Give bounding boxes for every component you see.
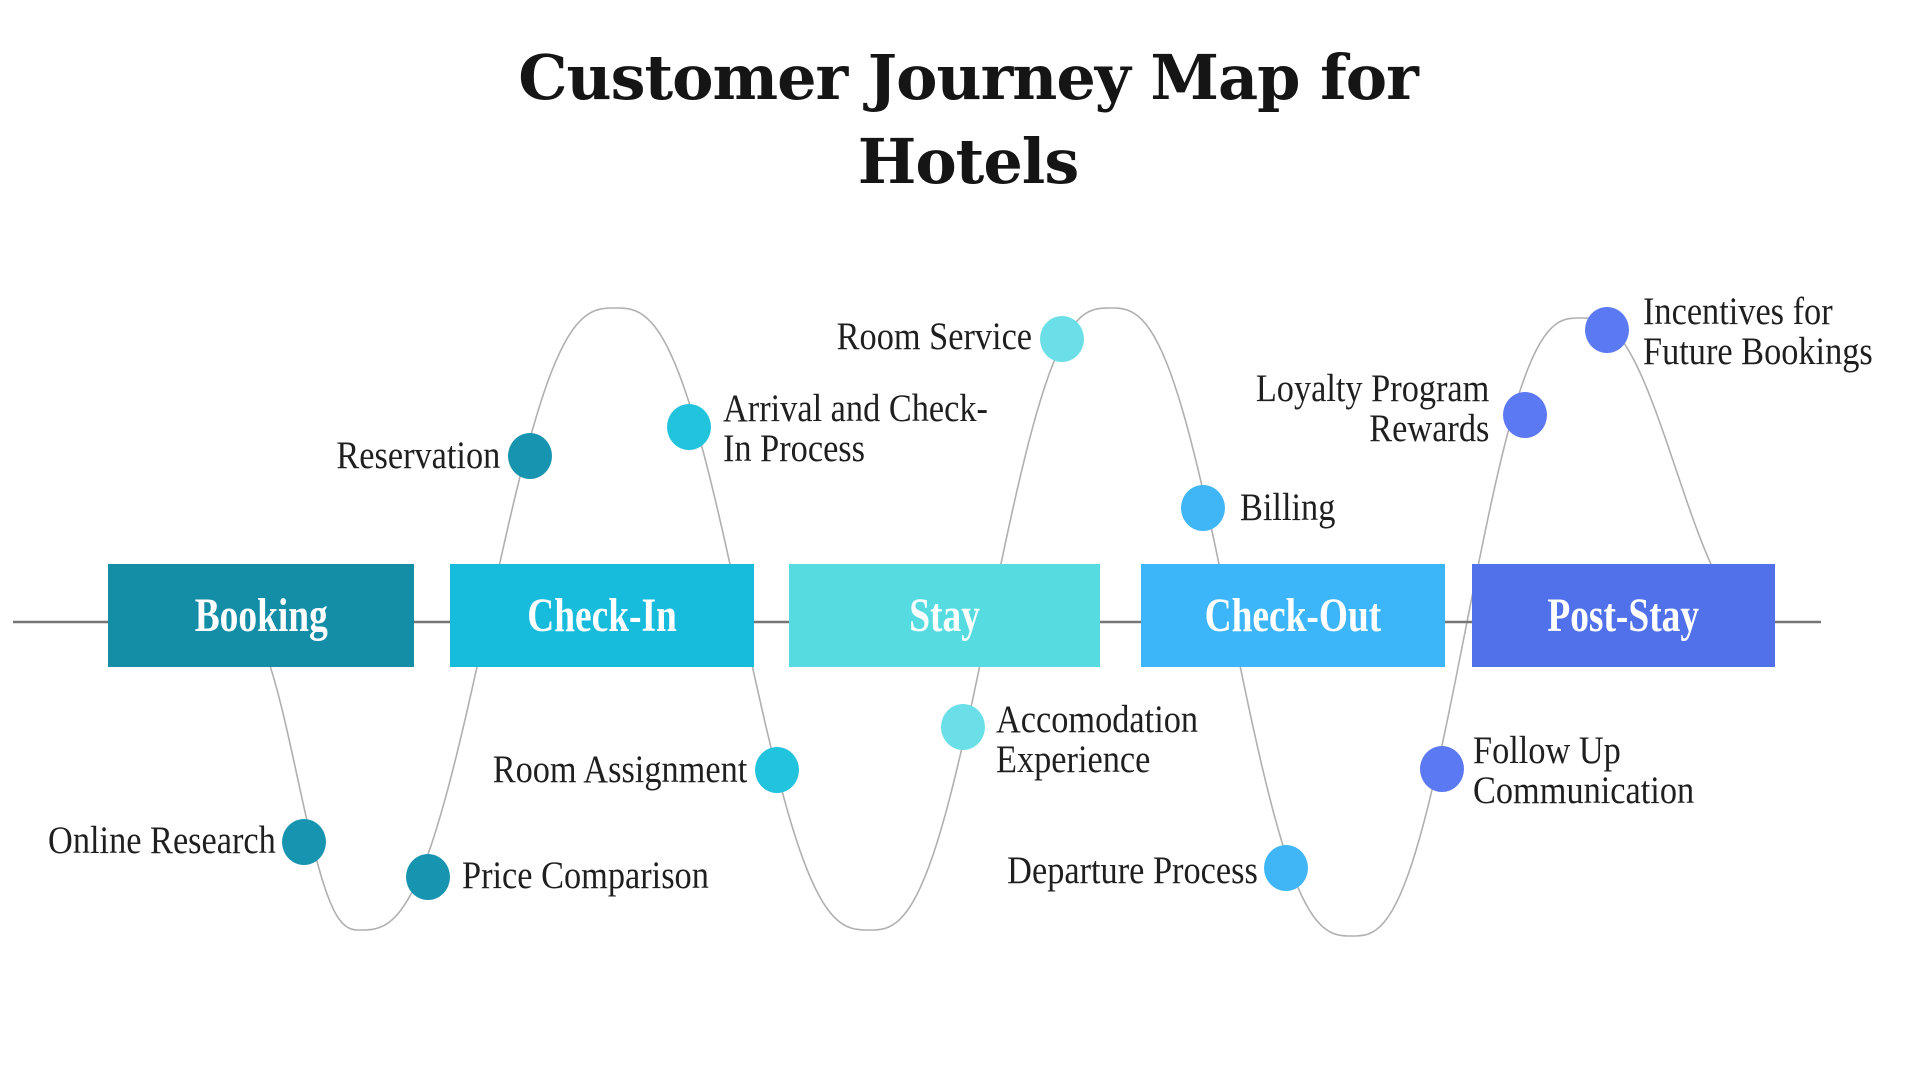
stage-box-post-stay: Post-Stay (1472, 564, 1775, 667)
touchpoint-label: Accomodation Experience (996, 698, 1199, 781)
touchpoint-label: Price Comparison (462, 854, 709, 897)
stage-box-stay: Stay (789, 564, 1100, 667)
touchpoint-dot (1420, 746, 1464, 792)
touchpoint-label: Room Service (836, 315, 1032, 358)
stage-box-booking: Booking (108, 564, 414, 667)
touchpoint-label: Follow Up Communication (1473, 729, 1695, 812)
page-title: Customer Journey Map for Hotels (518, 41, 1419, 198)
touchpoint-dot (1503, 392, 1547, 438)
touchpoint-dot (508, 433, 552, 479)
stage-label: Check-In (527, 589, 677, 642)
touchpoint-dot (1181, 485, 1225, 531)
touchpoint-label: Reservation (336, 434, 500, 477)
stage-label: Post-Stay (1547, 589, 1700, 642)
touchpoint-dot (282, 819, 326, 865)
stage-label: Booking (194, 589, 328, 642)
touchpoint-label: Incentives for Future Bookings (1643, 290, 1873, 373)
stage-label: Check-Out (1204, 589, 1382, 642)
touchpoint-label: Loyalty Program Rewards (1255, 367, 1489, 450)
stage-label: Stay (909, 589, 980, 642)
touchpoint-label: Room Assignment (492, 748, 747, 791)
touchpoint-dot (406, 854, 450, 900)
touchpoint-dot (667, 404, 711, 450)
stage-box-check-in: Check-In (450, 564, 754, 667)
stage-box-check-out: Check-Out (1141, 564, 1445, 667)
touchpoint-dot (1264, 845, 1308, 891)
touchpoint-label: Billing (1240, 486, 1336, 529)
touchpoint-label: Arrival and Check- In Process (723, 387, 988, 470)
touchpoint-dot (941, 704, 985, 750)
touchpoint-label: Departure Process (1007, 849, 1258, 892)
touchpoint-dot (1040, 316, 1084, 362)
touchpoint-dot (755, 747, 799, 793)
touchpoint-dot (1585, 307, 1629, 353)
touchpoint-label: Online Research (48, 819, 276, 862)
